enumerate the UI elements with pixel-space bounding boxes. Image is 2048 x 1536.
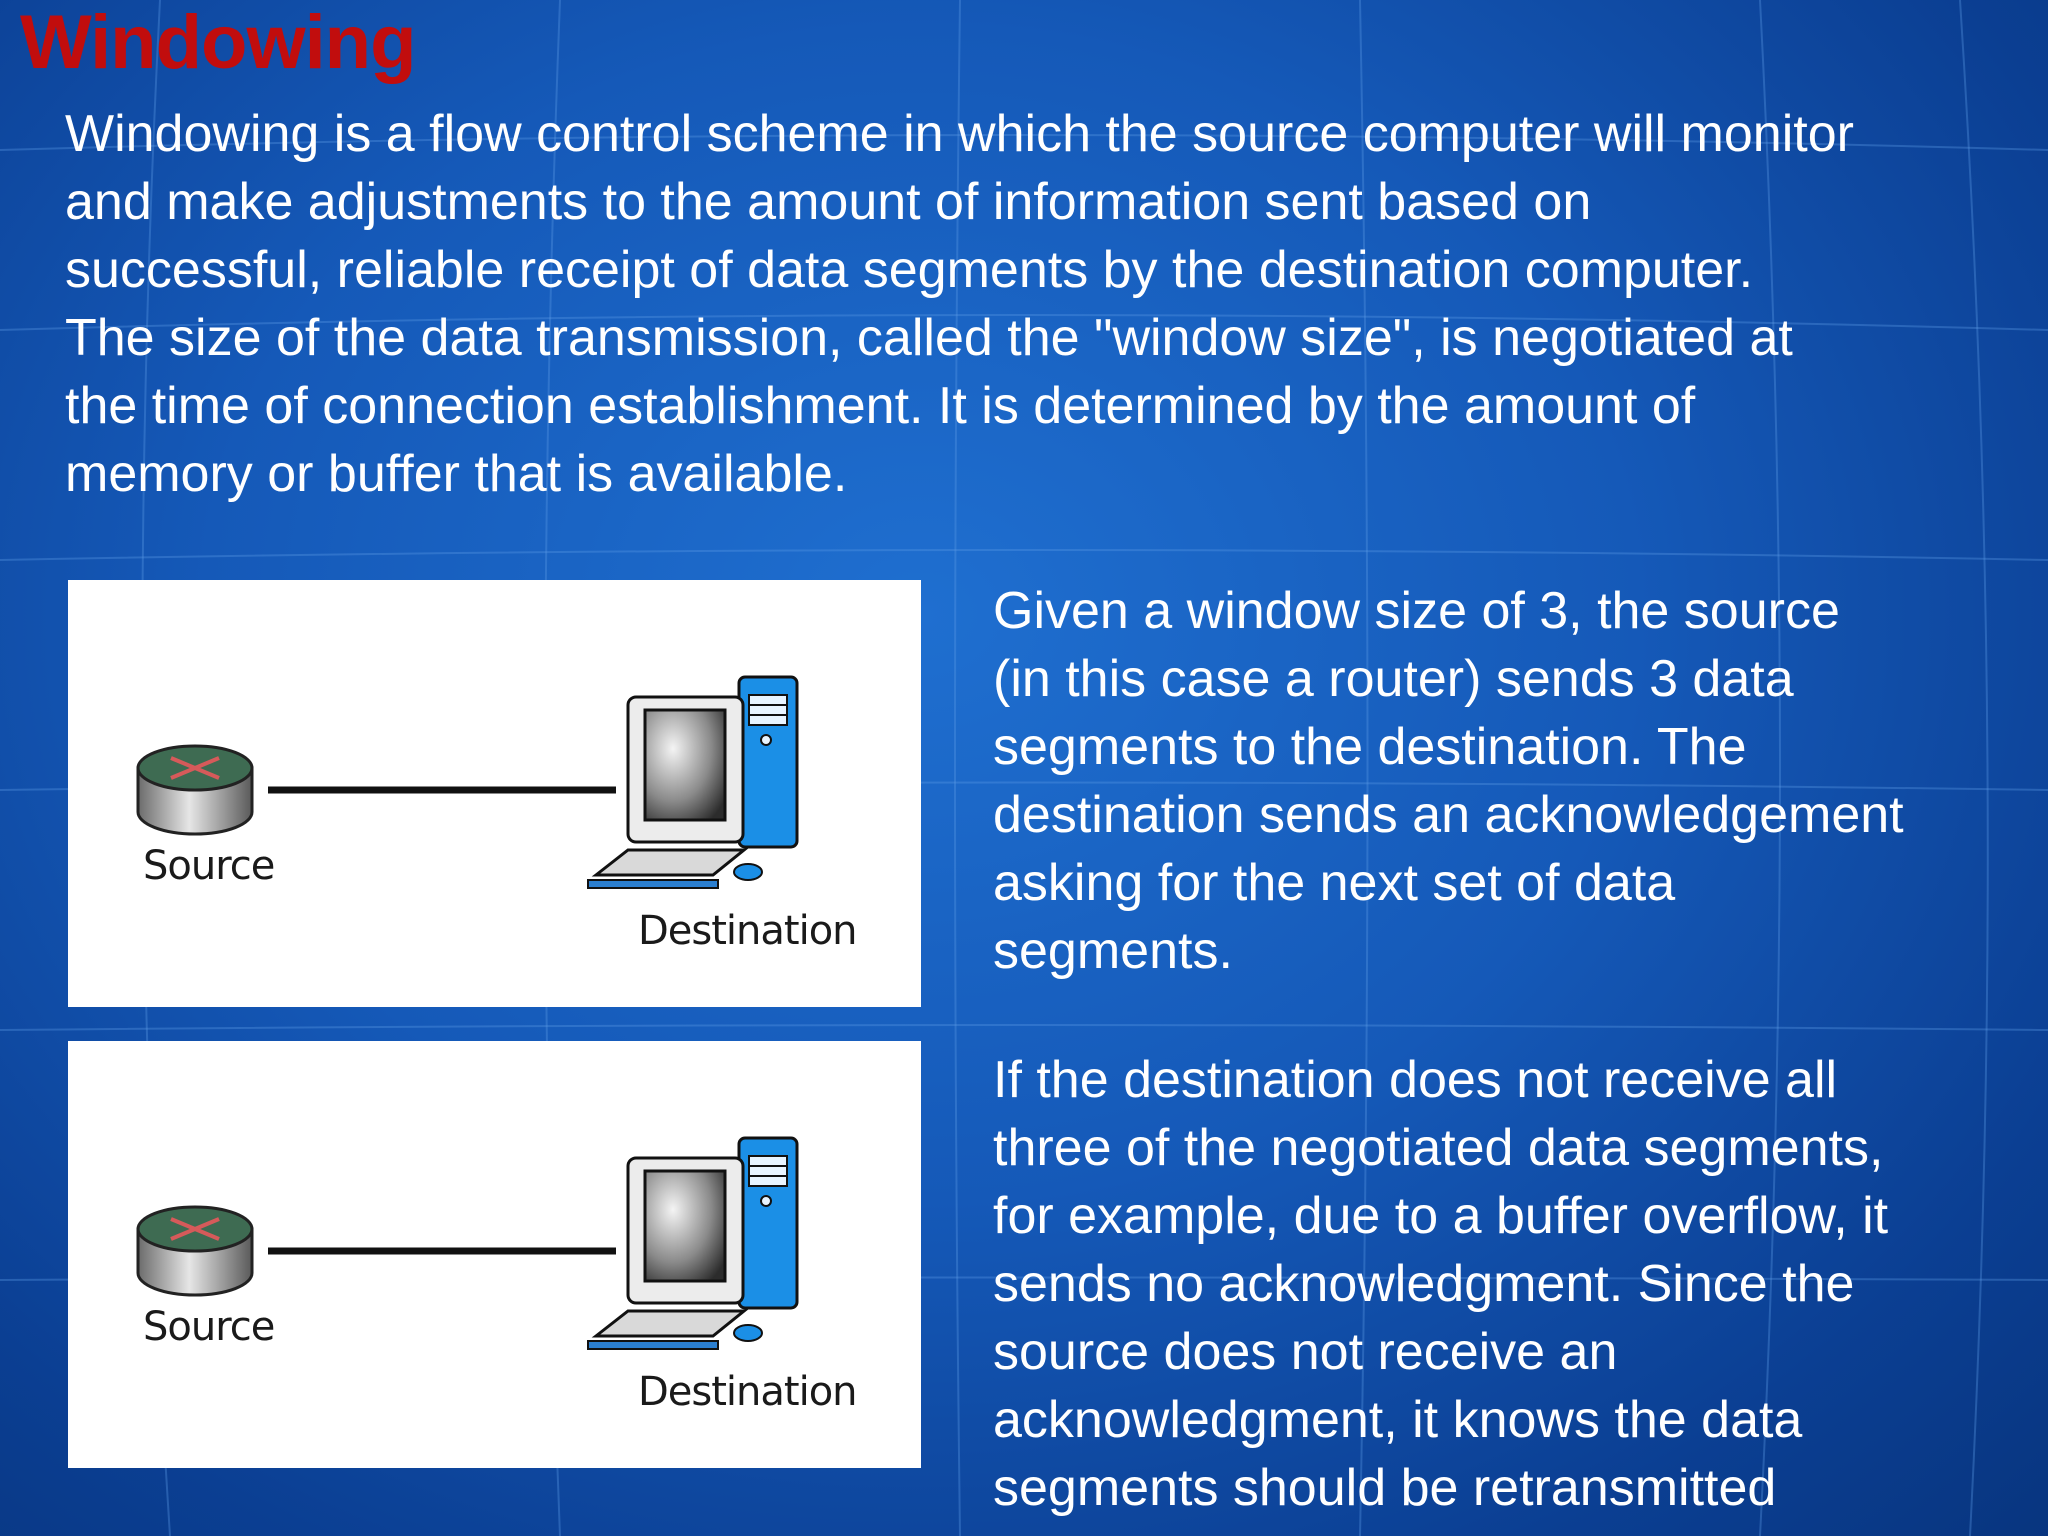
source-label: Source — [143, 843, 275, 889]
network-diagram-1: Source Destination — [68, 580, 921, 1007]
intro-line: the time of connection establishment. It… — [65, 377, 1696, 435]
desktop-computer-icon — [587, 1136, 799, 1350]
paragraph-line: for example, due to a buffer overflow, i… — [993, 1187, 1889, 1245]
source-label: Source — [143, 1304, 275, 1350]
paragraph-line: If the destination does not receive all — [993, 1051, 1838, 1109]
router-icon — [136, 744, 254, 836]
paragraph-line: acknowledgment, it knows the data — [993, 1391, 1803, 1449]
intro-line: and make adjustments to the amount of in… — [65, 173, 1592, 231]
destination-label: Destination — [638, 908, 858, 954]
window-size-paragraph: Given a window size of 3, the source (in… — [993, 577, 2033, 985]
paragraph-line: (in this case a router) sends 3 data — [993, 650, 1794, 708]
desktop-computer-icon — [587, 675, 799, 889]
network-diagram-graphic — [136, 1136, 799, 1350]
network-diagram-2: Source Destination — [68, 1041, 921, 1468]
intro-line: The size of the data transmission, calle… — [65, 309, 1793, 367]
intro-line: Windowing is a flow control scheme in wh… — [65, 105, 1854, 163]
paragraph-line: destination sends an acknowledgement — [993, 786, 1904, 844]
destination-label: Destination — [638, 1369, 858, 1415]
intro-line: memory or buffer that is available. — [65, 445, 848, 503]
intro-line: successful, reliable receipt of data seg… — [65, 241, 1754, 299]
network-diagram-graphic — [136, 675, 799, 889]
router-icon — [136, 1205, 254, 1297]
paragraph-line: segments to the destination. The — [993, 718, 1747, 776]
retransmit-paragraph: If the destination does not receive all … — [993, 1046, 2033, 1522]
paragraph-line: segments should be retransmitted — [993, 1459, 1777, 1517]
paragraph-line: asking for the next set of data — [993, 854, 1676, 912]
paragraph-line: segments. — [993, 922, 1233, 980]
paragraph-line: sends no acknowledgment. Since the — [993, 1255, 1855, 1313]
paragraph-line: three of the negotiated data segments, — [993, 1119, 1884, 1177]
slide-title: Windowing — [20, 0, 417, 85]
paragraph-line: Given a window size of 3, the source — [993, 582, 1840, 640]
paragraph-line: source does not receive an — [993, 1323, 1618, 1381]
intro-paragraph: Windowing is a flow control scheme in wh… — [65, 100, 2035, 508]
